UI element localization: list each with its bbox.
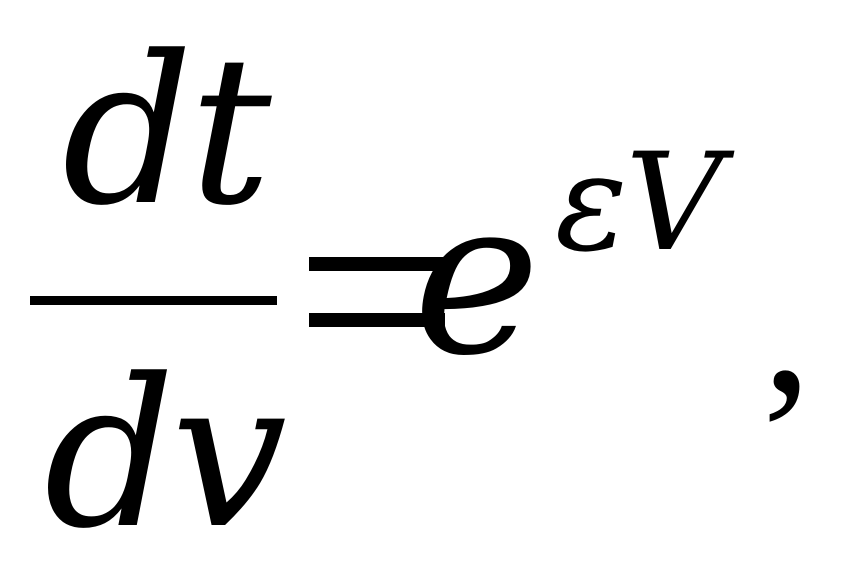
fraction-denominator: dv xyxy=(44,336,287,574)
fraction-numerator: dt xyxy=(62,13,272,251)
trailing-comma: , xyxy=(762,214,812,435)
exponential-base: e xyxy=(413,152,541,403)
exponent: εV xyxy=(555,124,723,281)
equals-sign-top-stroke xyxy=(309,257,445,271)
fraction-bar xyxy=(30,296,277,305)
equals-sign-bottom-stroke xyxy=(309,313,445,327)
